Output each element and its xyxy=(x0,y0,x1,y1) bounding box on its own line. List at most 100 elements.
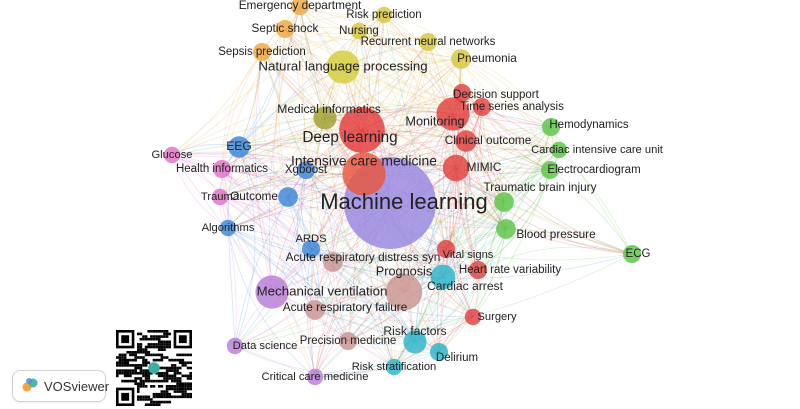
keyword-label[interactable]: Mechanical ventilation xyxy=(257,284,388,299)
keyword-node[interactable] xyxy=(211,188,229,206)
keyword-label[interactable]: Outcome xyxy=(230,189,278,203)
keyword-label[interactable]: Glucose xyxy=(151,149,192,161)
link-edge xyxy=(332,258,479,271)
keyword-node[interactable] xyxy=(375,6,393,24)
link-edge xyxy=(315,117,334,263)
keyword-node[interactable] xyxy=(226,337,244,355)
keyword-node[interactable] xyxy=(163,146,181,164)
keyword-label[interactable]: ECG xyxy=(626,248,651,260)
link-edge xyxy=(427,41,467,142)
keyword-node[interactable] xyxy=(418,32,438,52)
keyword-label[interactable]: Cardiac intensive care unit xyxy=(531,144,664,156)
keyword-node[interactable] xyxy=(342,152,386,196)
keyword-node[interactable] xyxy=(622,244,642,264)
keyword-label[interactable]: Acute respiratory failure xyxy=(283,300,408,314)
keyword-label[interactable]: ARDS xyxy=(295,233,326,245)
keyword-label[interactable]: Intensive care medicine xyxy=(291,153,437,169)
keyword-label[interactable]: Machine learning xyxy=(320,189,488,214)
keyword-label[interactable]: Traumatic brain injury xyxy=(484,180,597,194)
keyword-label[interactable]: Hemodynamics xyxy=(549,119,628,131)
keyword-label[interactable]: Cardiac arrest xyxy=(427,279,504,293)
keyword-label[interactable]: Sepsis prediction xyxy=(218,46,306,58)
keyword-label[interactable]: Algorithms xyxy=(202,222,255,234)
keyword-node[interactable] xyxy=(326,50,360,84)
keyword-node[interactable] xyxy=(385,273,423,311)
keyword-node[interactable] xyxy=(385,358,403,376)
keyword-label[interactable]: Delirium xyxy=(436,352,478,364)
keyword-label[interactable]: Data science xyxy=(233,340,298,352)
keyword-label[interactable]: Risk stratification xyxy=(352,361,437,373)
keyword-node[interactable] xyxy=(430,264,456,290)
keyword-node[interactable] xyxy=(540,160,560,180)
keyword-label[interactable]: Vital signs xyxy=(443,249,494,261)
link-edge xyxy=(442,169,551,278)
keyword-node[interactable] xyxy=(296,160,316,180)
keyword-label[interactable]: Risk factors xyxy=(383,324,446,338)
vosviewer-button[interactable]: VOSviewer xyxy=(12,370,109,402)
keyword-label[interactable]: Monitoring xyxy=(405,114,464,128)
keyword-label[interactable]: MIMIC xyxy=(467,160,502,174)
keyword-label[interactable]: Trauma xyxy=(201,191,240,203)
keyword-node[interactable] xyxy=(350,22,368,40)
keyword-label[interactable]: Critical care medicine xyxy=(262,371,369,383)
keyword-label[interactable]: Precision medicine xyxy=(300,335,397,347)
keyword-label[interactable]: Blood pressure xyxy=(516,227,596,241)
keyword-label[interactable]: Surgery xyxy=(477,311,517,323)
keyword-node[interactable] xyxy=(313,106,337,130)
keyword-label[interactable]: Risk prediction xyxy=(346,9,421,21)
link-edge xyxy=(284,28,479,271)
keyword-label[interactable]: Time series analysis xyxy=(460,101,564,113)
keyword-label[interactable]: Acute respiratory distress syn xyxy=(286,250,441,264)
keyword-label[interactable]: Electrocardiogram xyxy=(547,164,640,176)
keyword-node[interactable] xyxy=(252,42,272,62)
keyword-node[interactable] xyxy=(472,97,492,117)
keyword-label[interactable]: Recurrent neural networks xyxy=(361,36,496,48)
keyword-node[interactable] xyxy=(305,300,325,320)
keyword-label[interactable]: Health informatics xyxy=(176,163,268,175)
keyword-node[interactable] xyxy=(323,252,343,272)
link-edge xyxy=(383,14,457,169)
keyword-label[interactable]: Xgboost xyxy=(285,164,328,176)
keyword-node[interactable] xyxy=(436,239,456,259)
keyword-label[interactable]: EEG xyxy=(226,139,252,153)
keyword-node[interactable] xyxy=(550,141,568,159)
keyword-node[interactable] xyxy=(212,159,232,179)
keyword-node[interactable] xyxy=(338,331,358,351)
keyword-label[interactable]: Decision support xyxy=(453,89,539,101)
keyword-node[interactable] xyxy=(468,260,488,280)
keyword-label[interactable]: Septic shock xyxy=(252,21,319,35)
keyword-node[interactable] xyxy=(228,136,250,158)
keyword-node[interactable] xyxy=(436,97,470,131)
keyword-label[interactable]: Emergency department xyxy=(239,0,362,12)
keyword-node[interactable] xyxy=(339,107,385,153)
keyword-node[interactable] xyxy=(455,130,477,152)
keyword-node[interactable] xyxy=(255,275,289,309)
keyword-label[interactable]: Pneumonia xyxy=(457,51,517,65)
keyword-label[interactable]: Clinical outcome xyxy=(445,133,532,147)
keyword-node[interactable] xyxy=(496,219,516,239)
link-edge xyxy=(273,5,316,378)
keyword-node[interactable] xyxy=(290,0,310,16)
keyword-node[interactable] xyxy=(306,368,324,386)
link-edge xyxy=(332,201,505,263)
keyword-label[interactable]: Nursing xyxy=(339,25,379,37)
keyword-label[interactable]: Heart rate variability xyxy=(459,264,562,276)
keyword-label[interactable]: Prognosis xyxy=(376,264,432,278)
keyword-label[interactable]: Deep learning xyxy=(302,129,397,146)
keyword-node[interactable] xyxy=(403,330,427,354)
keyword-node[interactable] xyxy=(429,342,449,362)
keyword-node[interactable] xyxy=(301,239,321,259)
keyword-node[interactable] xyxy=(464,308,482,326)
keyword-node[interactable] xyxy=(451,49,471,69)
keyword-node[interactable] xyxy=(452,83,472,103)
keyword-label[interactable]: Natural language processing xyxy=(258,59,427,74)
keyword-node[interactable] xyxy=(275,19,295,39)
keyword-node[interactable] xyxy=(494,192,514,212)
keyword-node[interactable] xyxy=(541,117,561,137)
keyword-node[interactable] xyxy=(442,154,470,182)
keyword-node[interactable] xyxy=(219,219,237,237)
keyword-node[interactable] xyxy=(278,187,298,207)
keyword-label[interactable]: Medical informatics xyxy=(277,102,381,116)
